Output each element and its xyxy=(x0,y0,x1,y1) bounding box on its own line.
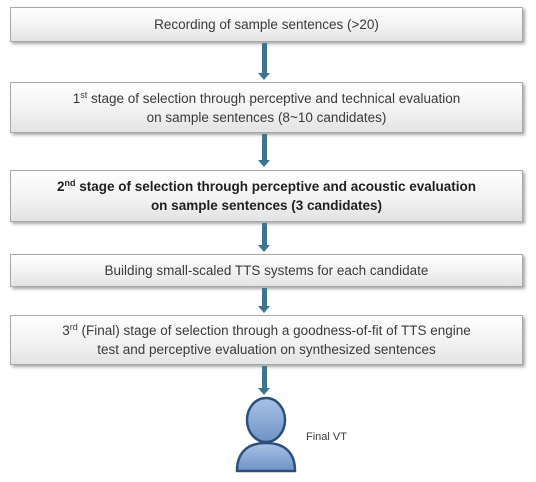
stage-3-line-1: (Final) stage of selection through a goo… xyxy=(77,323,471,338)
flow-arrow-2 xyxy=(258,134,272,168)
step-box-building-tts: Building small-scaled TTS systems for ea… xyxy=(10,254,523,287)
flow-arrow-5 xyxy=(258,366,272,396)
stage-1-line-2: on sample sentences (8~10 candidates) xyxy=(146,109,387,125)
stage-3-line-2: test and perceptive evaluation on synthe… xyxy=(97,342,436,357)
stage-1-line-1: stage of selection through perceptive an… xyxy=(87,90,461,106)
stage-2-number: 2 xyxy=(56,179,65,194)
step-box-stage-3-final: 3rd (Final) stage of selection through a… xyxy=(10,315,523,365)
stage-1-ordinal-suffix: st xyxy=(80,89,88,100)
step-box-stage-1: 1st stage of selection through perceptiv… xyxy=(10,82,523,133)
flow-arrow-3 xyxy=(258,223,272,253)
step-1-line-1: Recording of sample sentences (>20) xyxy=(154,17,379,32)
stage-1-number: 1 xyxy=(72,90,81,106)
stage-2-line-1: stage of selection through perceptive an… xyxy=(75,179,477,194)
step-box-stage-2: 2nd stage of selection through perceptiv… xyxy=(10,170,523,222)
stage-2-line-2: on sample sentences (3 candidates) xyxy=(150,198,383,213)
flow-arrow-1 xyxy=(258,43,272,81)
stage-3-ordinal-suffix: rd xyxy=(69,322,78,332)
step-4-line-1: Building small-scaled TTS systems for ea… xyxy=(104,263,429,278)
final-vt-label: Final VT xyxy=(306,431,347,443)
person-icon xyxy=(235,396,297,473)
step-box-recording: Recording of sample sentences (>20) xyxy=(10,7,523,42)
stage-3-number: 3 xyxy=(62,323,70,338)
flow-arrow-4 xyxy=(258,288,272,314)
stage-2-ordinal-suffix: nd xyxy=(64,178,76,188)
